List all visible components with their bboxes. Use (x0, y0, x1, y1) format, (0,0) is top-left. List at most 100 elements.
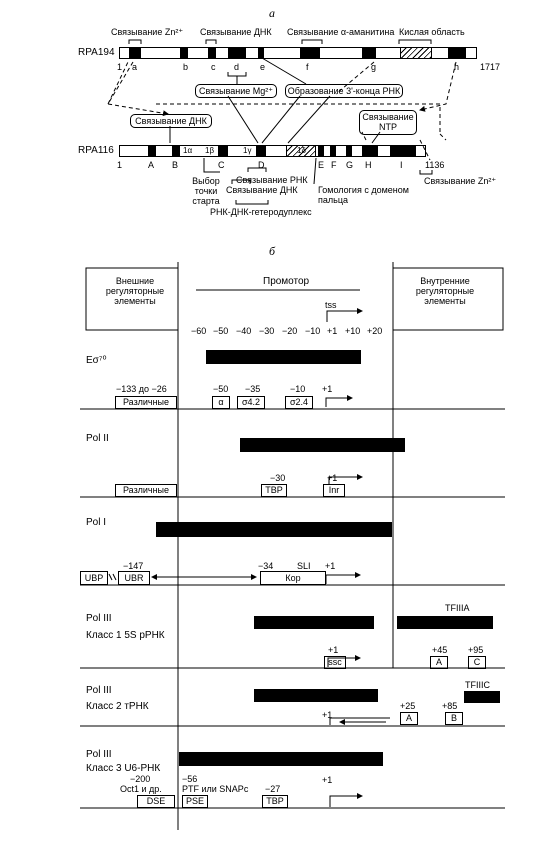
esigma-pos-35: −35 (245, 384, 261, 394)
dash-box (156, 103, 447, 141)
pol3-3-tbp-box: TBP (262, 795, 288, 808)
dash-a-up (107, 61, 129, 105)
mg-binding-box: Связывание Mg²⁺ (195, 84, 277, 98)
pol3-1-pos-1: +1 (328, 645, 339, 655)
pos-m20: −20 (282, 326, 298, 336)
pol2-pos-1: +1 (327, 473, 338, 483)
zn-bracket-116 (419, 170, 433, 175)
esigma-pos-1: +1 (322, 384, 333, 394)
pol2-pos-30: −30 (270, 473, 286, 483)
pos-p1: +1 (327, 326, 338, 336)
pol2-tbp-box: TBP (261, 484, 287, 497)
rpa116-letter-a: A (148, 160, 155, 170)
rpa194-domain-h (448, 47, 466, 59)
panel-b-label: б (269, 244, 276, 258)
pol3-2-pos-25: +25 (400, 701, 416, 711)
rpa194-name: RPA194 (78, 47, 115, 58)
pol3-1-class: Класс 1 5S рРНК (86, 630, 165, 641)
rpa116-domain-d (256, 145, 266, 157)
esigma-bar (206, 350, 361, 364)
pol1-sli: SLI (297, 561, 311, 571)
rna3-link (261, 57, 307, 85)
pol1-tss-arrow (325, 572, 361, 584)
rpa194-letter-h: h (454, 62, 460, 72)
mg-bracket (227, 72, 247, 84)
pol3-2-pos-85: +85 (442, 701, 458, 711)
rpa194-letter-b: b (183, 62, 189, 72)
rpa116-domain-g (346, 145, 352, 157)
pol1-ubp-box: UBP (80, 571, 108, 585)
rpa194-amanitin-label: Связывание α-аманитина (287, 27, 395, 37)
pol1-break (108, 573, 117, 581)
dna-binding-box: Связывание ДНК (130, 114, 212, 128)
rpa116-domain-b (172, 145, 180, 157)
dash-rpa116-ann (361, 131, 431, 161)
rpa116-dna-label: Связывание ДНК (226, 185, 298, 195)
pol3-3-ptf: PTF или SNAPc (182, 784, 249, 794)
pol1-pos-1: +1 (325, 561, 336, 571)
pol3-2-name: Pol III (86, 685, 112, 696)
external-box (85, 267, 179, 331)
esigma-range: −133 до −26 (116, 384, 167, 394)
tfiiic-label: TFIIIC (465, 680, 490, 690)
rpa194-dna-label: Связывание ДНК (200, 27, 272, 37)
pol1-pos-34: −34 (258, 561, 274, 571)
dash-a-left (107, 61, 169, 117)
tss-label: tss (325, 300, 337, 310)
rpa194-acidic-bracket (398, 39, 432, 44)
pol3-2-bar (254, 689, 378, 702)
rpa194-domain-d (228, 47, 246, 59)
rpa116-label-1g: 1γ (243, 146, 252, 155)
rpa194-letter-g: g (371, 62, 377, 72)
pol3-1-pos-45: +45 (432, 645, 448, 655)
dash-g-right (335, 61, 375, 95)
rpa116-zn-label: Связывание Zn²⁺ (424, 176, 497, 186)
pol3-2-b-box: B (445, 712, 463, 725)
pol3-3-oct1: Oct1 и др. (120, 784, 162, 794)
pol2-tss-arrow (328, 474, 363, 484)
esigma-pos-10: −10 (290, 384, 306, 394)
rpa116-letter-b: B (172, 160, 179, 170)
pol3-1-pos-95: +95 (468, 645, 484, 655)
tfiiia-bar (397, 616, 493, 629)
pol3-3-name: Pol III (86, 749, 112, 760)
esigma-tss-arrow (325, 395, 353, 407)
rpa194-acidic-label: Кислая область (399, 27, 465, 37)
pol3-2-a-box: A (400, 712, 418, 725)
pol1-pos-147: −147 (123, 561, 144, 571)
rpa116-end: 1136 (425, 160, 445, 170)
rpa194-domain-g (362, 47, 376, 59)
pol3-2-pos-1: +1 (322, 710, 333, 720)
pos-p10: +10 (345, 326, 361, 336)
rpa116-start: 1 (117, 160, 123, 170)
rna-3end-box: Образование 3'-конца РНК (285, 84, 403, 98)
ntp-binding-box: Связывание NTP (359, 110, 417, 135)
rpa116-letter-f: F (331, 160, 337, 170)
rpa194-zn-label: Связывание Zn²⁺ (111, 27, 184, 37)
rpa194-letter-a: a (132, 62, 138, 72)
rpa116-domain-e (318, 145, 324, 157)
rpa116-finger-region (286, 145, 316, 157)
pol1-name: Pol I (86, 517, 107, 528)
internal-elements-label: Внутренние регуляторные элементы (415, 276, 475, 306)
rna-bracket (247, 167, 267, 172)
pol3-1-name: Pol III (86, 613, 112, 624)
pol3-3-class: Класс 3 U6-РНК (86, 763, 161, 774)
rpa116-letter-e: E (318, 160, 325, 170)
start-point-label: Выбор точки старта (192, 176, 220, 206)
mg-to-116 (227, 95, 259, 144)
rpa194-letter-d: d (234, 62, 240, 72)
pol3-2-class: Класс 2 тРНК (86, 701, 149, 712)
rpa194-amanitin-bracket (301, 39, 323, 44)
rpa116-letter-g: G (346, 160, 354, 170)
pol3-1-tss-arrow (327, 655, 361, 667)
rpa116-label-1a: 1α (183, 146, 193, 155)
rpa116-domain-a (148, 145, 156, 157)
rpa116-domain-h (362, 145, 378, 157)
rna3-to-116 (261, 95, 301, 144)
rpa116-letter-c: C (218, 160, 225, 170)
panel-a-label: а (269, 6, 275, 20)
rpa194-acidic-region (400, 47, 432, 59)
pos-m30: −30 (259, 326, 275, 336)
